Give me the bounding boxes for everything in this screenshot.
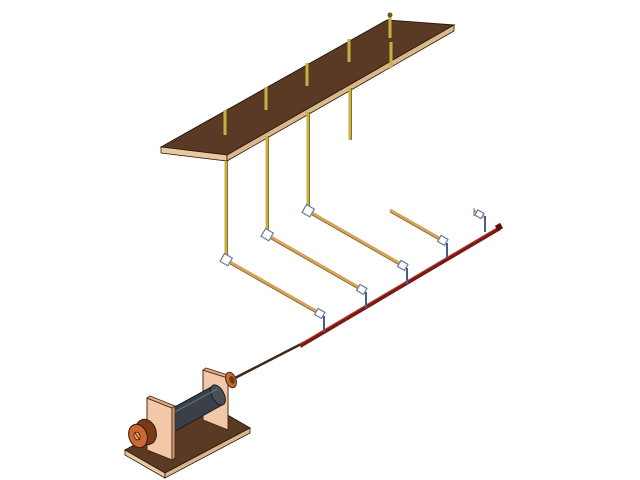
overhead-board [159, 19, 456, 162]
crank-connector-3 [396, 259, 409, 284]
diagonal-rod-4 [389, 208, 442, 241]
shaft-end-cap [494, 222, 504, 232]
shaft-highlight [299, 225, 501, 345]
elbow-joint-3 [301, 203, 316, 218]
crank-connector-4 [436, 234, 449, 258]
elbow-joint-1 [219, 252, 234, 267]
crank-connectors [313, 208, 486, 332]
rear-hub-inner [229, 376, 235, 384]
front-pulley [128, 418, 157, 449]
crank-connector-2 [355, 283, 368, 308]
elbow-joints [219, 203, 316, 267]
diagonal-rod-3-shade [311, 214, 402, 267]
main-shaft [234, 222, 504, 380]
diagonal-rod-4-shade [389, 211, 442, 242]
crank-connector-5 [474, 209, 486, 232]
drive-rod [234, 340, 306, 380]
diagonal-rod-2-shade [270, 238, 361, 291]
shaft-body [298, 226, 502, 348]
vertical-rods [224, 88, 352, 258]
diagonal-rod-1 [229, 260, 319, 314]
board-pin-5-cap [387, 12, 393, 18]
board-pins [223, 12, 393, 135]
crank-connector-1 [313, 307, 326, 332]
front-bracket-side [171, 405, 176, 461]
elbow-joint-2 [260, 227, 275, 242]
drive-unit [123, 367, 252, 479]
diagonal-rod-3 [311, 211, 402, 266]
board-right-edge [226, 24, 455, 162]
diagonal-rod-1-shade [229, 263, 319, 315]
base-plate-side [164, 427, 251, 479]
diagonal-rod-2 [270, 235, 361, 290]
